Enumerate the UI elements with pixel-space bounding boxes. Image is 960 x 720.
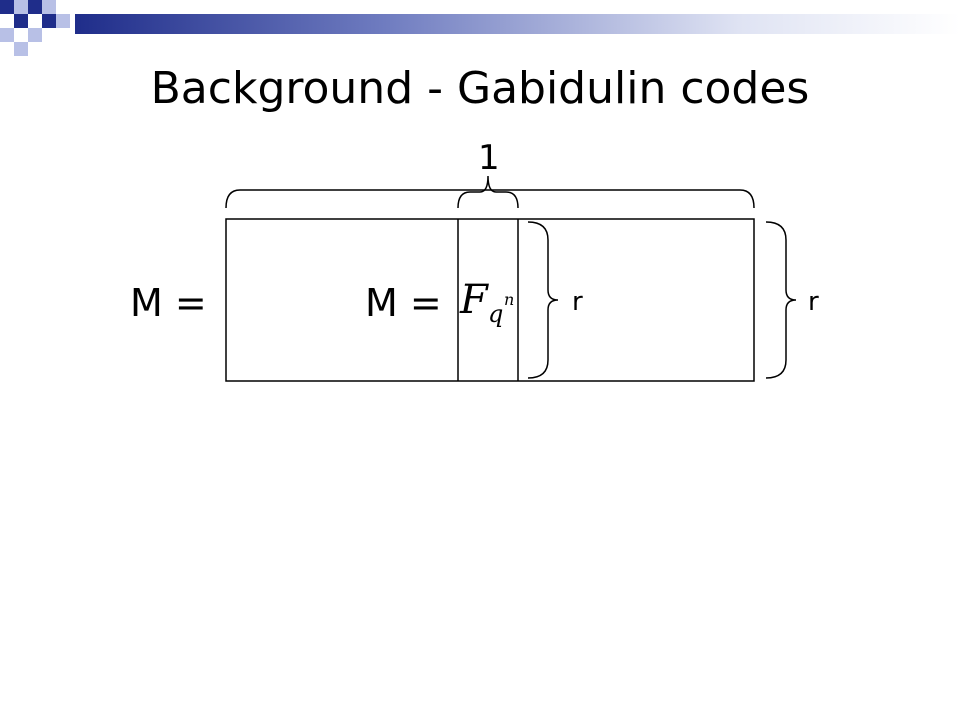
decor-square bbox=[0, 28, 14, 42]
decor-square bbox=[14, 42, 28, 56]
decor-square bbox=[42, 0, 56, 14]
decor-square bbox=[42, 14, 56, 28]
row-label-inner: r bbox=[572, 287, 583, 317]
matrix-height-brace bbox=[765, 221, 797, 379]
matrix-width-brace bbox=[225, 189, 755, 209]
decor-square bbox=[28, 28, 42, 42]
decor-square bbox=[0, 0, 14, 14]
decor-square bbox=[56, 14, 70, 28]
field-subscript: q bbox=[488, 300, 504, 328]
decor-square bbox=[14, 0, 28, 14]
matrix-label-inner: M = bbox=[365, 281, 442, 325]
field-symbol: F q n bbox=[460, 277, 514, 328]
column-width-label: 1 bbox=[478, 138, 500, 178]
slide-decoration bbox=[0, 0, 960, 60]
slide-title: Background - Gabidulin codes bbox=[150, 63, 810, 114]
title-gradient-bar bbox=[75, 14, 960, 34]
decor-square bbox=[14, 14, 28, 28]
column-width-brace bbox=[457, 175, 519, 209]
decor-square bbox=[28, 0, 42, 14]
field-superscript: n bbox=[504, 290, 515, 309]
column-height-brace bbox=[527, 221, 559, 379]
field-base: F bbox=[460, 277, 488, 323]
matrix-rectangle bbox=[225, 218, 755, 382]
row-label-outer: r bbox=[808, 287, 819, 317]
matrix-label-outer: M = bbox=[130, 281, 207, 325]
